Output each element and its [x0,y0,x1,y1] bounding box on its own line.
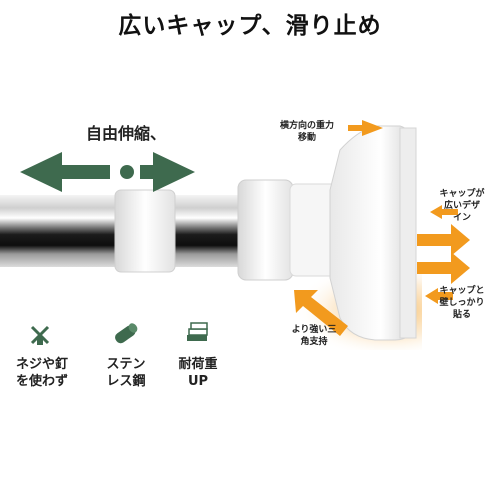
force-arrow-right-4-icon [425,288,453,304]
force-arrow-right-1-icon [430,205,458,219]
plate-edge [399,127,417,339]
force-arrow-right-2-icon [417,224,470,256]
callout-sticks-to-wall: キャップと 壁しっかり 貼る [439,286,485,320]
force-arrow-top-icon [348,120,383,136]
feature-heavy-load: 耐荷重 UP [178,357,218,389]
feature-free-extension: 自由伸縮、 [86,124,167,143]
feature-stainless-steel: ステン レス鋼 [106,357,146,389]
callout-wide-cap: キャップが 広いデザ イン [439,189,485,223]
callout-top: 横方向の重力 移動 [280,121,335,143]
extension-arrow-icon [20,152,195,192]
cap-cylinder [237,179,294,281]
force-arrow-right-3-icon [417,252,470,284]
force-arrow-diagonal-icon [294,290,348,336]
page-title: 広いキャップ、滑り止め [118,13,382,39]
pipe-sleeve [114,189,176,273]
no-screw-icon [30,325,50,345]
steel-pipe-icon [115,323,138,344]
feature-no-screws: ネジや釘 を使わず [15,357,68,389]
heavy-load-icon [187,322,208,341]
callout-triangle-support: より強い三 角支持 [291,325,337,347]
